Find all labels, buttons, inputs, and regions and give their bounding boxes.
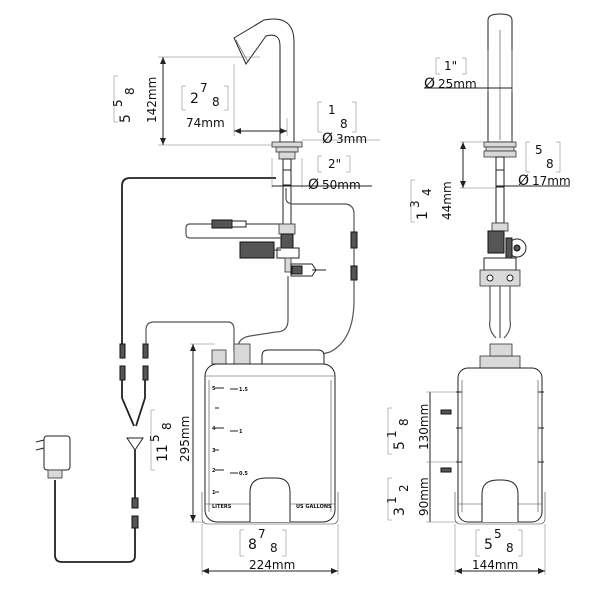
shank-length-label: 1 3 4 44mm: [408, 181, 454, 220]
tank-height-inch-num: 5: [148, 434, 162, 442]
base-diameter-mm: 50mm: [322, 178, 361, 192]
spout-height-mm: 142mm: [145, 77, 159, 123]
dimension-lines: [158, 50, 570, 575]
scale-mark-5: 5: [212, 386, 216, 392]
spout-reach-inch-num: 7: [200, 81, 208, 95]
hose-diameter-inch-den: 8: [340, 117, 348, 131]
tank-width-inch-den: 8: [270, 541, 278, 555]
tank-width-inch-whole: 8: [248, 537, 257, 553]
body-diameter-inch: 1": [444, 59, 457, 73]
shank-length-mm: 44mm: [440, 181, 454, 220]
scale-mark-4: 4: [212, 426, 216, 432]
liters-label: LITERS: [212, 504, 232, 510]
spout-reach-inch-whole: 2: [190, 91, 199, 107]
shank-length-inch-den: 4: [420, 188, 434, 196]
hose-diameter-inch-num: 1: [328, 103, 336, 117]
side-upper-inch-whole: 5: [392, 441, 408, 450]
shank-diameter-mm: 17mm: [532, 174, 571, 188]
gallons-label: US GALLONS: [296, 504, 332, 510]
side-lower-mm: 90mm: [417, 477, 431, 516]
tank-depth-label: 5 5 8 144mm: [472, 527, 518, 572]
base-diameter-symbol: Ø: [308, 177, 319, 193]
spout-reach-label: 2 7 8 74mm: [186, 81, 225, 130]
shank-length-inch-whole: 1: [415, 211, 431, 220]
side-upper-inch-num: 1: [385, 430, 399, 438]
side-upper-label: 5 1 8 130mm: [385, 404, 431, 450]
gallon-mark-0-5: 0.5: [239, 471, 248, 477]
spout-height-inch-den: 8: [123, 87, 137, 95]
side-lower-inch-whole: 3: [392, 507, 408, 516]
side-lower-label: 3 1 2 90mm: [385, 477, 431, 516]
spout-height-inch-whole: 5: [118, 114, 134, 123]
tank-height-label: 11 5 8 295mm: [148, 416, 192, 462]
body-diameter-label: 1" Ø 25mm: [424, 59, 477, 92]
shank-length-inch-num: 3: [408, 200, 422, 208]
tank-scale: 5 4 3 2 1 1.5 1 0.5 LITERS US GALLONS: [212, 386, 332, 510]
tank-width-inch-num: 7: [258, 527, 266, 541]
spout-height-label: 5 5 8 142mm: [111, 77, 159, 123]
scale-mark-3: 3: [212, 448, 216, 454]
shank-diameter-inch-num: 5: [535, 143, 543, 157]
side-lower-inch-den: 2: [397, 484, 411, 492]
front-faucet: [35, 18, 358, 563]
side-lower-inch-num: 1: [385, 496, 399, 504]
base-diameter-inch: 2": [328, 157, 341, 171]
tank-depth-inch-num: 5: [494, 527, 502, 541]
scale-mark-1: 1: [212, 490, 216, 496]
shank-diameter-inch-den: 8: [546, 157, 554, 171]
body-diameter-mm: 25mm: [438, 77, 477, 91]
side-upper-inch-den: 8: [397, 418, 411, 426]
tank-depth-inch-den: 8: [506, 541, 514, 555]
shank-diameter-label: 5 8 Ø 17mm: [518, 143, 571, 189]
gallon-mark-1: 1: [239, 429, 243, 435]
hose-diameter-symbol: Ø: [322, 131, 333, 147]
tank-height-mm: 295mm: [178, 416, 192, 462]
fraction-brackets: [113, 57, 561, 557]
body-diameter-symbol: Ø: [424, 76, 435, 92]
base-diameter-label: 2" Ø 50mm: [308, 157, 361, 193]
side-tank: [440, 343, 546, 525]
scale-mark-2: 2: [212, 468, 216, 474]
side-upper-mm: 130mm: [417, 404, 431, 450]
spout-reach-inch-den: 8: [212, 95, 220, 109]
tank-depth-inch-whole: 5: [484, 537, 493, 553]
tank-height-inch-den: 8: [160, 422, 174, 430]
tank-width-mm: 224mm: [249, 558, 295, 572]
front-tank: 5 4 3 2 1 1.5 1 0.5 LITERS US GALLONS: [201, 343, 339, 525]
hose-diameter-mm: 3mm: [336, 132, 367, 146]
tank-height-inch-whole: 11: [155, 444, 171, 462]
side-faucet: [479, 13, 527, 339]
gallon-mark-1-5: 1.5: [239, 387, 248, 393]
tank-width-label: 8 7 8 224mm: [248, 527, 295, 572]
spout-reach-mm: 74mm: [186, 116, 225, 130]
shank-diameter-symbol: Ø: [518, 173, 529, 189]
spout-height-inch-num: 5: [111, 99, 125, 107]
tank-depth-mm: 144mm: [472, 558, 518, 572]
hose-diameter-label: 1 8 Ø 3mm: [322, 103, 367, 147]
